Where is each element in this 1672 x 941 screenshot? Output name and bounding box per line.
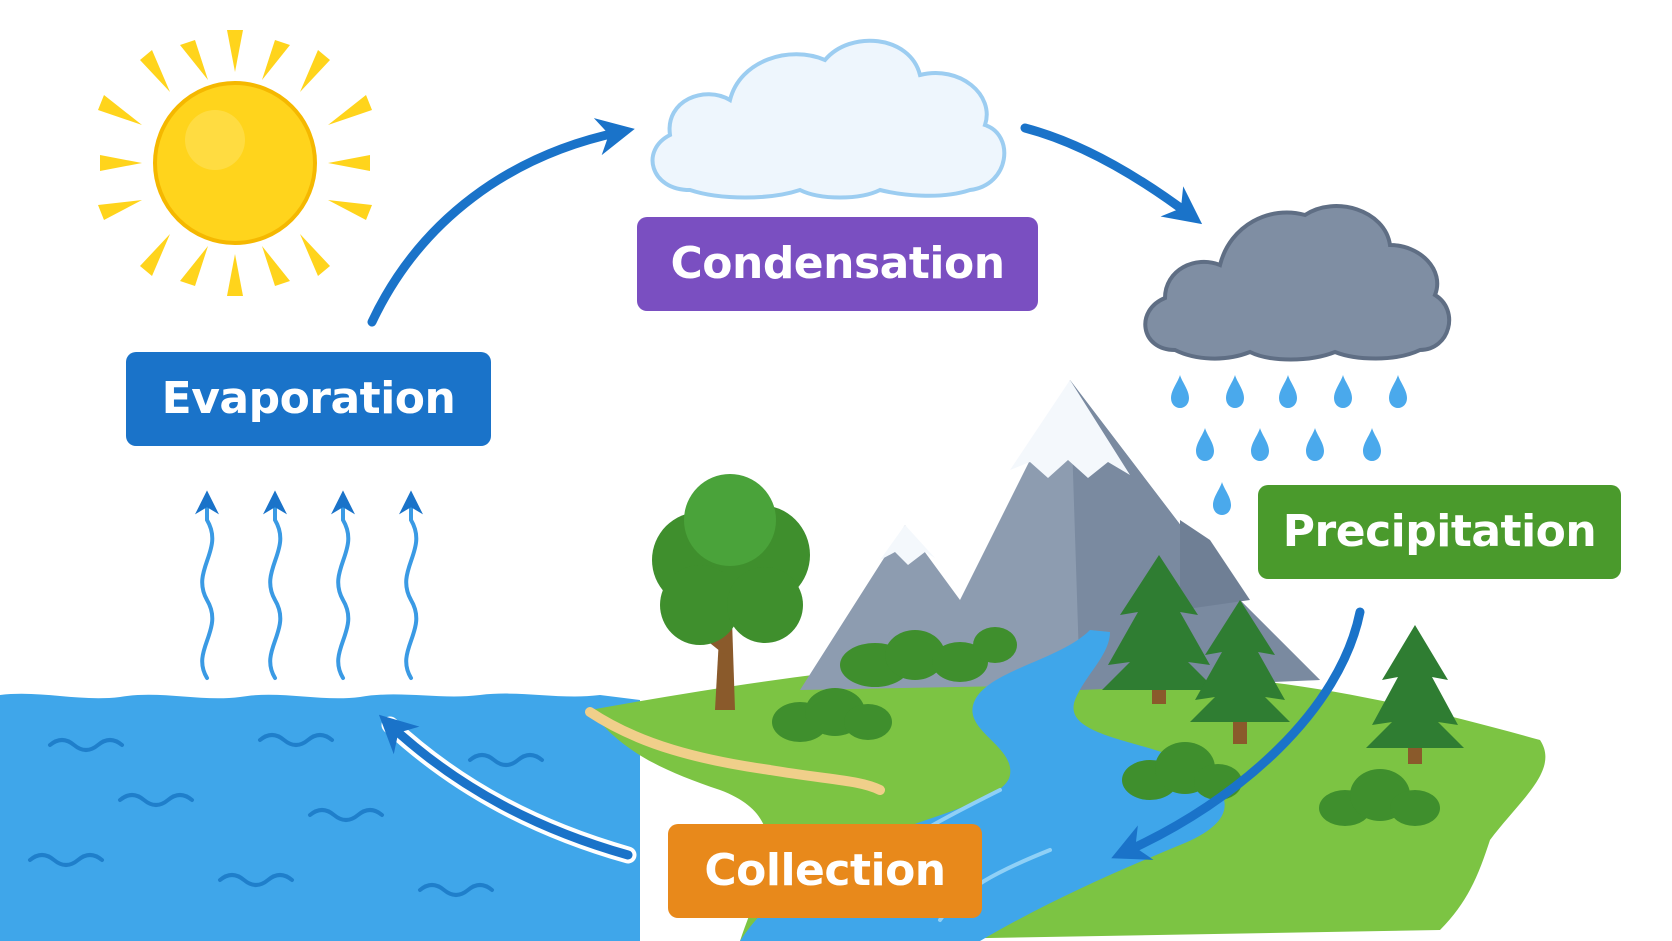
pine-tree-icon — [1102, 555, 1464, 764]
condensation-label: Condensation — [637, 217, 1038, 311]
arrow-precipitation-to-collection — [1111, 607, 1365, 860]
cycle-arrows — [367, 118, 1365, 864]
collection-label: Collection — [668, 824, 982, 918]
precipitation-label: Precipitation — [1258, 485, 1621, 579]
bush-icon — [772, 627, 1440, 826]
ocean — [0, 693, 640, 941]
arrow-collection-to-evaporation — [378, 714, 633, 860]
tree-icon — [652, 474, 810, 710]
arrow-condensation-to-precipitation — [1020, 123, 1203, 225]
sun-icon — [98, 30, 372, 296]
vapor-arrow-icon — [195, 490, 423, 680]
arrow-evaporation-to-condensation — [367, 118, 635, 327]
evaporation-label: Evaporation — [126, 352, 491, 446]
white-cloud-icon — [650, 38, 1007, 200]
raindrop-icon — [1171, 375, 1407, 515]
rain-cloud-icon — [1143, 204, 1452, 362]
